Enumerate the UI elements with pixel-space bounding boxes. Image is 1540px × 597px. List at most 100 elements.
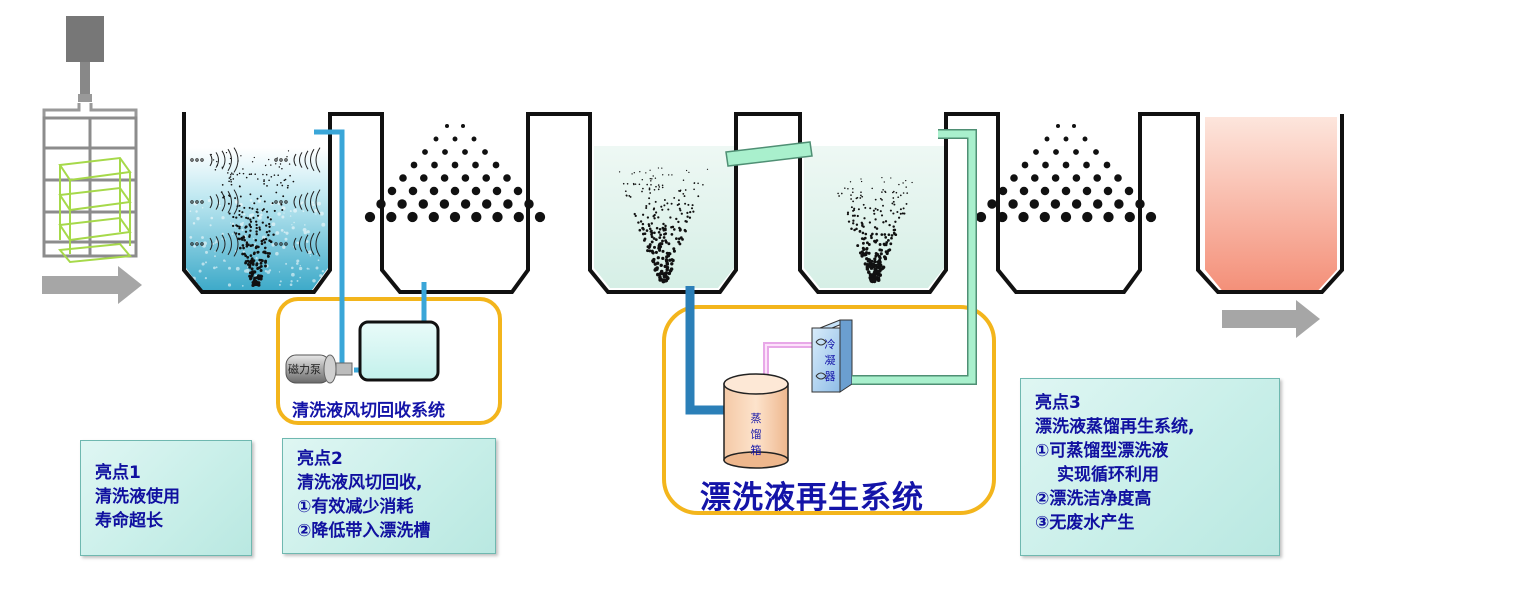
spray-dot xyxy=(864,206,867,209)
spray-dot xyxy=(256,178,259,180)
spray-dot xyxy=(661,167,663,169)
bubble xyxy=(275,251,279,256)
bubble xyxy=(296,241,300,245)
spray-dot xyxy=(852,191,854,194)
bubble xyxy=(291,266,294,270)
spray-dot xyxy=(892,200,895,203)
bubble xyxy=(299,265,301,267)
bubble xyxy=(259,213,263,217)
spray-dot xyxy=(659,263,663,267)
bubble xyxy=(279,280,282,283)
spray-dot xyxy=(670,233,674,236)
spray-dot xyxy=(231,224,235,228)
spray-dot xyxy=(874,218,877,221)
spray-dot xyxy=(887,233,891,237)
spray-dot xyxy=(265,224,268,227)
highlight1-line-3: 寿命超长 xyxy=(95,511,163,531)
bubble xyxy=(306,230,310,234)
spray-dot xyxy=(678,190,680,192)
bubble xyxy=(291,272,295,277)
spray-dot xyxy=(264,264,267,268)
spray-dot xyxy=(669,267,674,271)
wave-dot xyxy=(190,200,194,204)
bubble xyxy=(302,210,305,213)
spray-dot xyxy=(846,211,850,214)
spray-dot xyxy=(650,240,654,244)
spray-dot xyxy=(265,210,269,213)
spray-dot xyxy=(259,269,263,272)
spray-dot xyxy=(272,233,275,236)
spray-dot xyxy=(850,227,853,231)
bubble xyxy=(266,270,271,274)
spray-dot xyxy=(862,203,865,206)
spray-dot xyxy=(292,180,295,183)
spray-dot xyxy=(259,258,263,262)
spray-dot xyxy=(642,187,644,190)
spray-dot xyxy=(263,179,265,181)
spray-dot xyxy=(276,184,279,186)
spray-dot xyxy=(873,226,877,229)
bubble xyxy=(283,231,286,234)
spray-dot xyxy=(648,227,652,231)
spray-dot xyxy=(650,180,652,182)
spray-dot xyxy=(221,184,224,186)
spray-dot xyxy=(645,229,649,232)
spray-dot xyxy=(840,192,843,195)
highlight2-note: 亮点2 清洗液风切回收, ①有效减少消耗 ②降低带入漂洗槽 xyxy=(282,438,496,554)
spray-dot xyxy=(645,204,648,208)
bubble xyxy=(221,232,224,236)
spray-dot xyxy=(658,186,661,188)
spray-dot xyxy=(230,180,233,183)
spray-dot xyxy=(838,195,840,197)
spray-dot xyxy=(862,253,866,257)
wave-arc xyxy=(215,152,219,168)
bubble xyxy=(319,211,324,216)
spray-dot xyxy=(872,209,875,212)
bubble xyxy=(242,250,245,253)
wave-arc xyxy=(215,236,219,252)
spray-dot xyxy=(283,179,286,182)
spray-dot xyxy=(276,157,278,159)
spray-dot xyxy=(646,249,650,253)
spray-dot xyxy=(860,194,862,197)
spray-dot xyxy=(678,229,682,232)
spray-dot xyxy=(884,236,888,239)
wave-arc xyxy=(221,150,226,170)
spray-dot xyxy=(618,171,621,173)
spray-dot xyxy=(250,267,254,271)
spray-dot xyxy=(879,252,883,256)
spray-dot xyxy=(418,199,428,209)
spray-dot xyxy=(887,239,890,242)
spray-dot xyxy=(248,173,251,176)
bubble xyxy=(290,280,293,283)
spray-dot xyxy=(287,150,290,152)
spray-dot xyxy=(249,193,252,196)
highlight2-line-1: 亮点2 xyxy=(297,449,343,469)
spray-dot xyxy=(277,174,279,176)
bubble xyxy=(210,216,214,220)
wave-arc xyxy=(209,237,213,251)
wave-dot xyxy=(284,158,288,162)
spray-dot xyxy=(852,200,855,203)
spray-dot xyxy=(884,190,886,193)
bubble xyxy=(257,199,262,203)
bubble xyxy=(231,222,235,226)
bubble xyxy=(215,266,218,269)
spray-dot xyxy=(881,191,883,193)
wave-arc xyxy=(221,234,226,254)
spray-dot xyxy=(677,220,680,224)
spray-dot xyxy=(874,254,878,258)
spray-dot xyxy=(238,204,241,207)
spray-dot xyxy=(663,273,668,278)
spray-dot xyxy=(256,211,259,214)
spray-dot xyxy=(252,216,255,219)
bubble xyxy=(305,240,309,243)
bubble xyxy=(204,277,207,280)
spray-dot xyxy=(251,243,254,247)
spray-dot xyxy=(643,232,647,236)
spray-dot xyxy=(697,195,700,198)
spray-dot xyxy=(214,169,217,171)
spray-icon xyxy=(975,124,1157,223)
spray-dot xyxy=(858,229,862,233)
spray-dot xyxy=(656,261,660,265)
